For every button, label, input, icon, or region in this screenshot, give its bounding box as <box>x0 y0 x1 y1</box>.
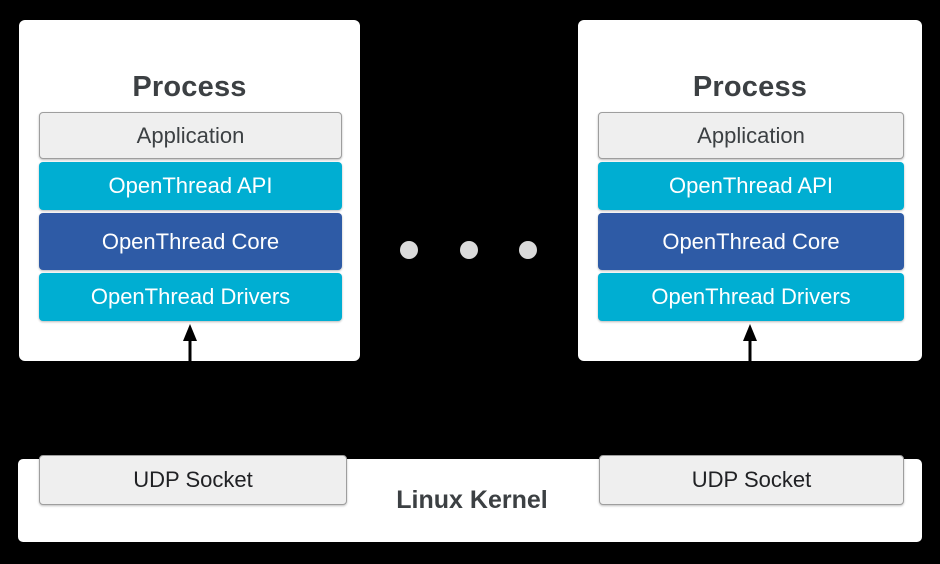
layer-openthread-api: OpenThread API <box>598 162 904 210</box>
arrow-up-icon <box>182 323 198 361</box>
linux-kernel-band: UDP Socket Linux Kernel UDP Socket <box>18 455 922 542</box>
layer-openthread-drivers: OpenThread Drivers <box>598 273 904 321</box>
process-panel-left: Process Application OpenThread API OpenT… <box>19 20 360 361</box>
layer-openthread-core: OpenThread Core <box>598 213 904 270</box>
process-title: Process <box>132 71 247 103</box>
layer-openthread-api: OpenThread API <box>39 162 342 210</box>
arrow-head <box>182 324 197 341</box>
linux-kernel-label: Linux Kernel <box>396 486 548 514</box>
arrow-up-icon <box>742 323 758 361</box>
ellipsis <box>400 241 537 259</box>
process-title: Process <box>692 71 808 103</box>
layer-openthread-drivers: OpenThread Drivers <box>39 273 342 321</box>
udp-socket-left: UDP Socket <box>39 455 347 505</box>
layer-stack: Application OpenThread API OpenThread Co… <box>598 112 904 324</box>
ellipsis-dot <box>400 241 418 259</box>
ellipsis-dot <box>459 241 478 259</box>
ellipsis-dot <box>519 241 537 259</box>
layer-application: Application <box>39 112 342 159</box>
layer-openthread-core: OpenThread Core <box>39 213 342 270</box>
process-panel-right: Process Application OpenThread API OpenT… <box>578 20 922 361</box>
arrow-line <box>188 340 191 361</box>
layer-stack: Application OpenThread API OpenThread Co… <box>39 112 342 324</box>
arrow-head <box>743 324 757 341</box>
arrow-line <box>748 340 752 361</box>
layer-application: Application <box>598 112 904 159</box>
udp-socket-right: UDP Socket <box>599 455 904 505</box>
